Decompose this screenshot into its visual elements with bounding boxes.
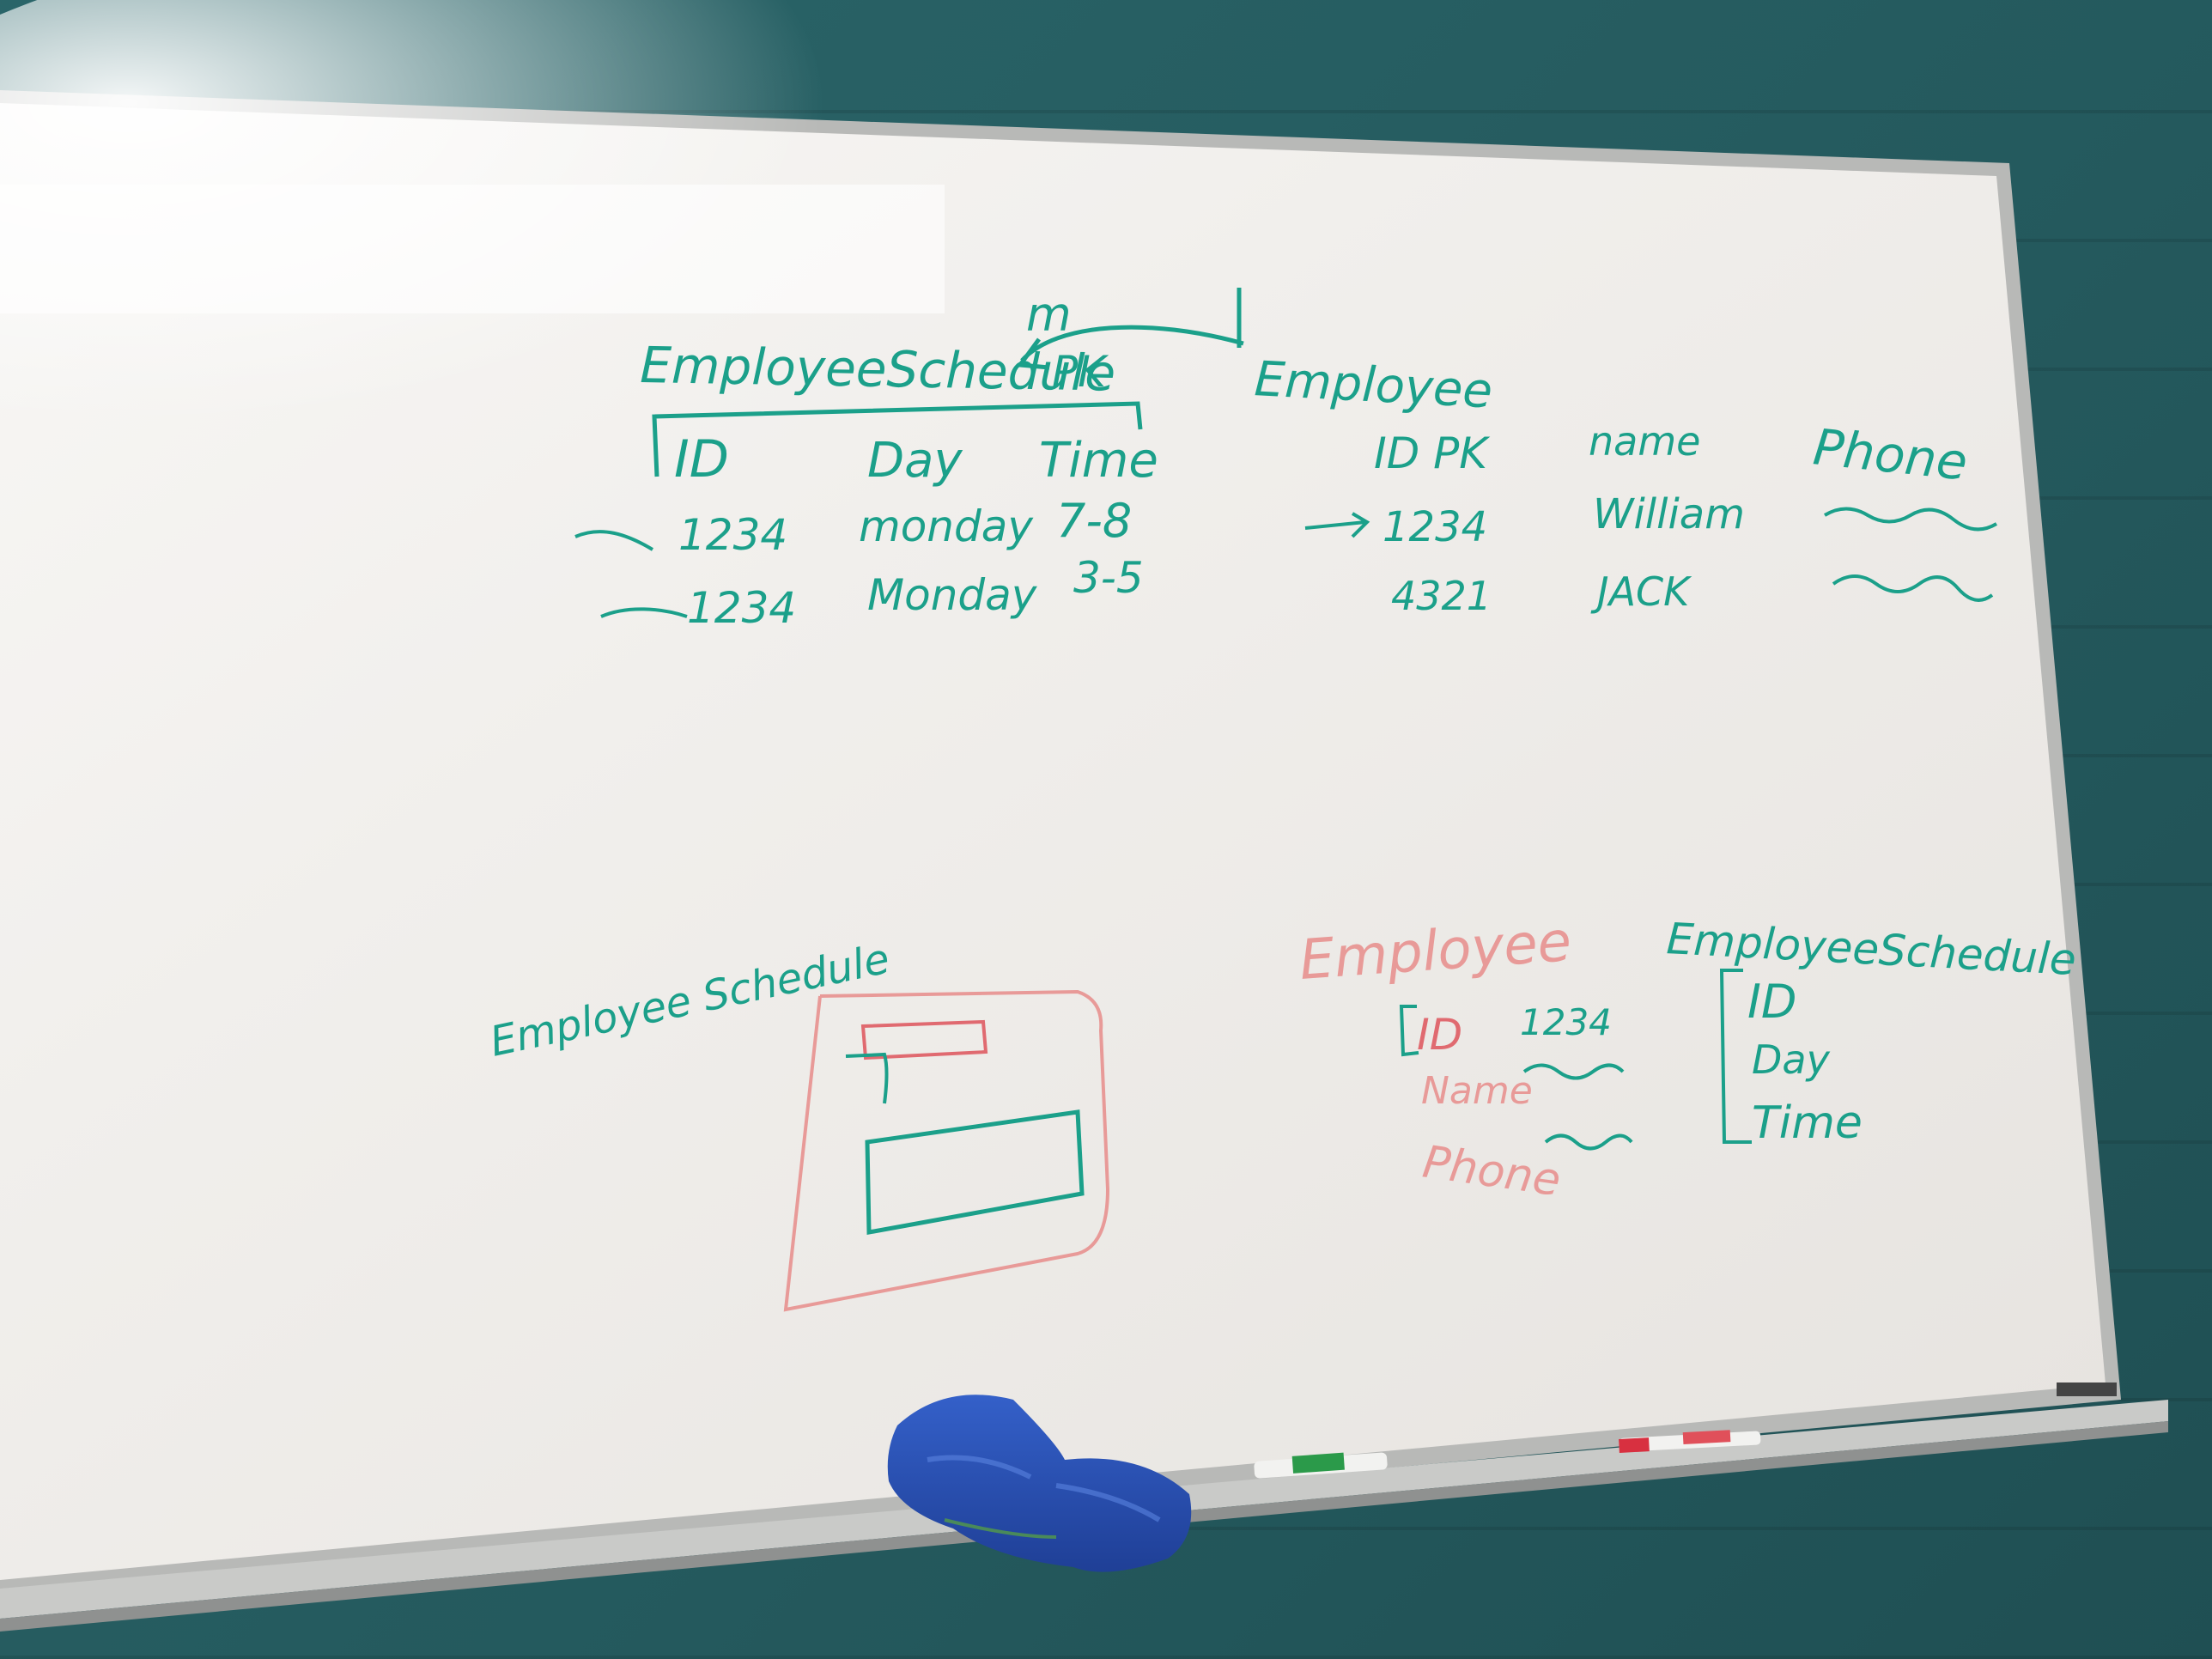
columns-bracket (652, 401, 1143, 477)
tray-end-cap (2057, 1382, 2117, 1396)
red-marker[interactable] (1619, 1430, 1761, 1453)
row1-day: monday (859, 501, 1034, 551)
green-marker[interactable] (1254, 1452, 1388, 1479)
entity-phone-squiggle (1544, 1133, 1633, 1151)
entity-name-squiggle (1522, 1063, 1625, 1080)
row2-id: 1234 (687, 583, 796, 633)
sketch-red-bar (860, 1019, 988, 1060)
entity-employee-bracket (1399, 1005, 1419, 1057)
entity-schedule-day: Day (1752, 1036, 1831, 1083)
row2-time: 3-5 (1073, 553, 1144, 603)
emp-col-name: name (1589, 418, 1700, 465)
emp-row1-name: William (1593, 490, 1745, 538)
entity-id-value: 1234 (1520, 1001, 1612, 1043)
col-day: Day (867, 433, 963, 489)
entity-schedule-id: ID (1747, 975, 1797, 1029)
row1-time: 7-8 (1056, 494, 1132, 548)
emp-row2-name: JACK (1590, 568, 1692, 615)
emp-row1-id: 1234 (1382, 503, 1487, 551)
row-arrow-1 (574, 530, 654, 551)
entity-field-id: ID (1417, 1010, 1462, 1060)
relation-line (1020, 325, 1244, 362)
relation-m-label: m (1026, 288, 1072, 342)
emp-row-arrow (1304, 512, 1370, 538)
entity-field-name: Name (1421, 1069, 1533, 1113)
col-time: Time (1039, 433, 1158, 489)
row2-day: Monday (867, 570, 1038, 620)
employee-title: Employee (1253, 351, 1493, 419)
sketch-green-box (865, 1109, 1085, 1235)
emp-col-id: ID PK (1374, 428, 1491, 478)
entity-schedule-time: Time (1752, 1097, 1863, 1149)
sketch-outer-red (783, 989, 1110, 1312)
light-glare-band (0, 185, 945, 313)
light-glare (0, 0, 1288, 644)
pk-label: PK (1052, 347, 1109, 397)
row1-id: 1234 (678, 510, 787, 560)
col-id: ID (674, 429, 729, 489)
employee-table: Employee ID PK name Phone 1234 William 4… (1253, 351, 1998, 619)
emp-row1-phone-squiggle (1823, 507, 1998, 532)
row-arrow-2 (600, 607, 688, 618)
sketch-green-arrow (845, 1052, 889, 1104)
blue-cloth-eraser[interactable] (887, 1395, 1192, 1572)
emp-row2-phone-squiggle (1832, 574, 1994, 602)
employee-schedule-table: EmployeeSchedule m PK ID Day Time 1234 m… (574, 288, 1244, 633)
entity-schedule-bracket (1719, 969, 1752, 1144)
emp-row2-id: 4321 (1391, 573, 1492, 619)
relation-arrowhead (1016, 337, 1050, 370)
